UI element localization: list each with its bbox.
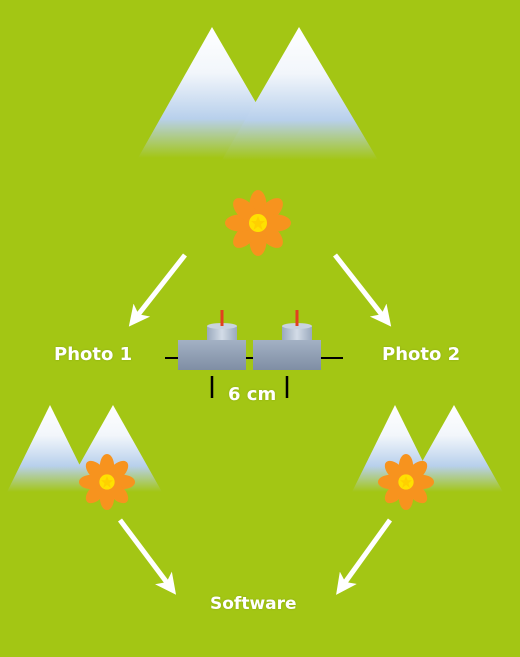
camera-rig <box>165 310 343 398</box>
photo-2-label: Photo 2 <box>382 344 461 365</box>
mountain-icon <box>222 27 378 160</box>
top-mountains <box>138 27 378 160</box>
camera-icon <box>253 310 321 370</box>
photo-1-label: Photo 1 <box>54 344 133 365</box>
camera-icon <box>178 310 246 370</box>
photo-2-image <box>352 405 503 511</box>
arrow-icon <box>333 253 392 327</box>
flower-icon <box>225 190 291 256</box>
mountain-icon <box>405 405 503 492</box>
photo-1-image <box>7 405 162 511</box>
flower-icon <box>377 453 435 511</box>
mountain-icon <box>7 405 93 492</box>
distance-label: 6 cm <box>228 384 277 405</box>
arrow-icon <box>118 518 177 595</box>
flower-icon <box>78 453 136 511</box>
arrow-icon <box>336 518 393 595</box>
arrow-icon <box>128 253 187 327</box>
software-label: Software <box>210 594 297 614</box>
